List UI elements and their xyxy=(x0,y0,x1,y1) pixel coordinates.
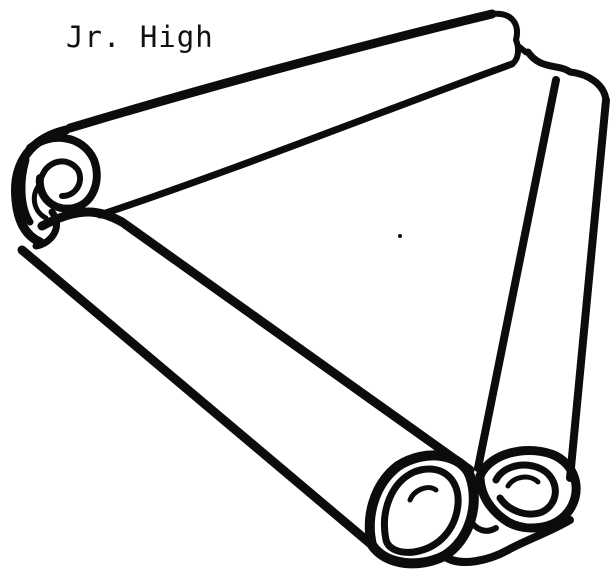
diagonal-pipe xyxy=(22,212,470,545)
top-pipe xyxy=(70,14,518,215)
right-pipe xyxy=(478,46,606,478)
bottom-left-pipe-opening xyxy=(370,455,474,563)
stray-dot xyxy=(398,234,402,238)
bottom-right-pipe-opening xyxy=(480,450,576,528)
